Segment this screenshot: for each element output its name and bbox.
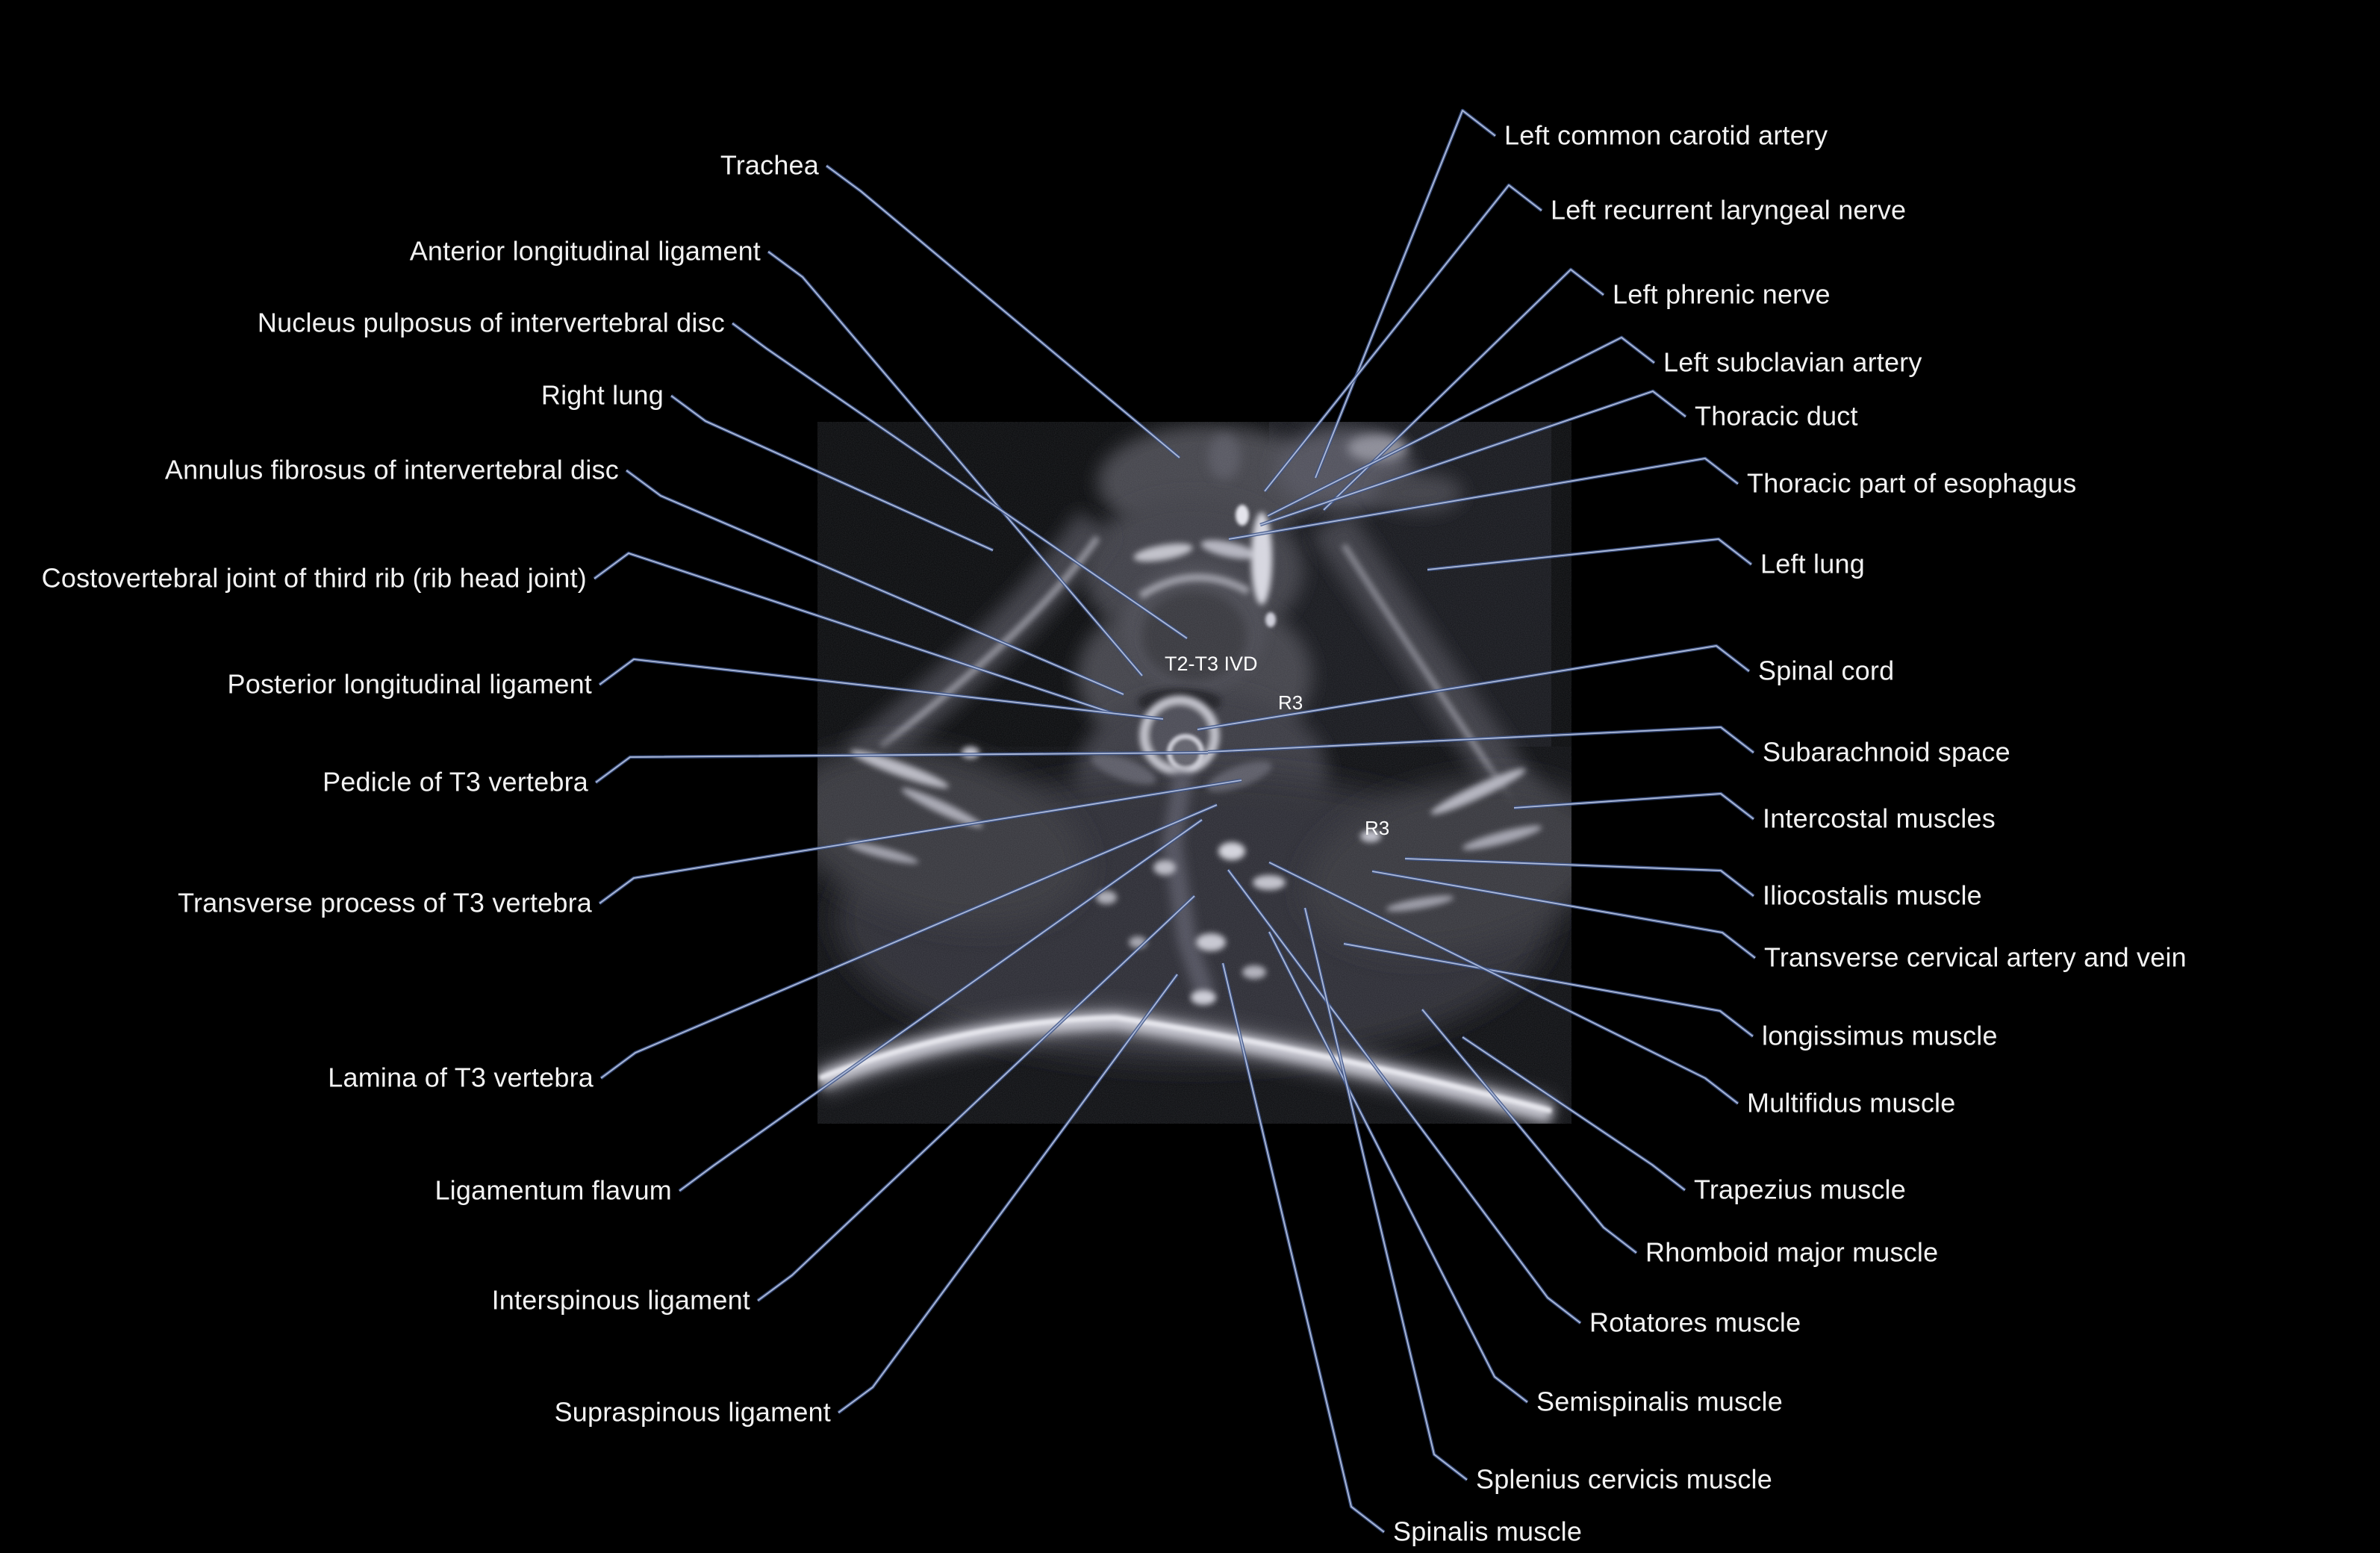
leader-line-nucleus-pulposus-of-intervertebral-disc [732,323,1188,639]
leader-line-subarachnoid-space [1207,726,1754,753]
annotation-label-trapezius-muscle: Trapezius muscle [1694,1174,1906,1205]
annotation-label-thoracic-part-of-esophagus: Thoracic part of esophagus [1747,467,2077,499]
annotation-label-longissimus-muscle: longissimus muscle [1762,1020,1998,1051]
annotation-label-left-lung: Left lung [1760,548,1865,579]
annotation-label-rhomboid-major-muscle: Rhomboid major muscle [1645,1236,1939,1268]
mri-marker-1: R3 [1278,691,1303,714]
leader-line-pedicle-of-t3-vertebra [595,752,1209,783]
leader-line-multifidus-muscle [1268,862,1739,1104]
annotation-label-nucleus-pulposus-of-intervertebral-disc: Nucleus pulposus of intervertebral disc [257,307,725,338]
annotation-label-spinalis-muscle: Spinalis muscle [1393,1516,1583,1547]
leader-line-transverse-process-of-t3-vertebra [599,779,1242,904]
leader-line-anterior-longitudinal-ligament [767,251,1143,676]
mri-image [817,422,1571,1124]
annotation-label-left-phrenic-nerve: Left phrenic nerve [1613,278,1831,310]
leader-line-interspinous-ligament [757,895,1195,1301]
mri-marker-0: T2-T3 IVD [1165,653,1258,675]
annotation-label-transverse-process-of-t3-vertebra: Transverse process of T3 vertebra [178,887,592,918]
annotation-label-right-lung: Right lung [541,379,664,411]
leader-line-trapezius-muscle [1462,1036,1686,1191]
annotation-label-lamina-of-t3-vertebra: Lamina of T3 vertebra [328,1062,594,1093]
leader-line-right-lung [670,395,994,551]
leader-line-intercostal-muscles [1513,793,1754,820]
leader-line-supraspinous-ligament [838,974,1178,1413]
annotation-label-posterior-longitudinal-ligament: Posterior longitudinal ligament [227,668,592,700]
annotation-label-thoracic-duct: Thoracic duct [1695,400,1858,432]
mri-marker-2: R3 [1365,817,1389,839]
leader-line-spinal-cord [1197,645,1750,730]
leader-line-left-lung [1427,538,1752,570]
leader-line-spinalis-muscle [1222,962,1385,1533]
leader-line-thoracic-duct [1259,390,1686,526]
mri-grain [817,422,1571,1124]
annotation-label-spinal-cord: Spinal cord [1758,655,1895,686]
leader-line-costovertebral-joint-of-third-rib-rib-head-joint [594,553,1113,714]
leader-line-left-common-carotid-artery [1315,110,1496,479]
leader-line-rhomboid-major-muscle [1421,1009,1637,1254]
annotation-label-multifidus-muscle: Multifidus muscle [1747,1087,1956,1118]
annotation-label-iliocostalis-muscle: Iliocostalis muscle [1763,880,1982,911]
annotation-label-splenius-cervicis-muscle: Splenius cervicis muscle [1476,1463,1772,1495]
annotation-label-trachea: Trachea [720,149,819,181]
annotation-label-left-subclavian-artery: Left subclavian artery [1663,346,1922,378]
leader-line-thoracic-part-of-esophagus [1228,458,1739,540]
leader-line-left-phrenic-nerve [1323,269,1604,511]
leader-line-iliocostalis-muscle [1404,858,1754,897]
leader-line-left-subclavian-artery [1267,337,1655,517]
leader-line-lamina-of-t3-vertebra [600,804,1218,1079]
annotation-label-anterior-longitudinal-ligament: Anterior longitudinal ligament [409,235,761,267]
leader-line-longissimus-muscle [1343,943,1754,1037]
annotation-label-subarachnoid-space: Subarachnoid space [1763,736,2010,768]
annotation-label-semispinalis-muscle: Semispinalis muscle [1536,1386,1783,1417]
leader-line-left-recurrent-laryngeal-nerve [1264,184,1542,492]
annotation-label-intercostal-muscles: Intercostal muscles [1763,803,1996,834]
annotation-label-supraspinous-ligament: Supraspinous ligament [554,1396,831,1428]
leader-line-posterior-longitudinal-ligament [599,659,1164,720]
leader-line-ligamentum-flavum [679,819,1203,1192]
leader-line-trachea [826,165,1180,458]
leader-line-rotatores-muscle [1227,869,1581,1324]
annotation-label-pedicle-of-t3-vertebra: Pedicle of T3 vertebra [323,766,588,797]
leader-line-splenius-cervicis-muscle [1304,907,1468,1481]
annotation-label-left-recurrent-laryngeal-nerve: Left recurrent laryngeal nerve [1551,194,1907,225]
annotation-label-rotatores-muscle: Rotatores muscle [1589,1307,1801,1338]
annotation-label-left-common-carotid-artery: Left common carotid artery [1504,119,1828,151]
leader-line-transverse-cervical-artery-and-vein [1371,871,1756,959]
annotation-label-ligamentum-flavum: Ligamentum flavum [434,1174,672,1206]
leader-lines [593,108,1757,1534]
annotation-label-transverse-cervical-artery-and-vein: Transverse cervical artery and vein [1764,942,2187,973]
leader-line-annulus-fibrosus-of-intervertebral-disc [626,470,1124,695]
annotation-label-annulus-fibrosus-of-intervertebral-disc: Annulus fibrosus of intervertebral disc [164,454,619,485]
annotation-label-interspinous-ligament: Interspinous ligament [491,1284,750,1316]
annotation-label-costovertebral-joint-of-third-rib-rib-head-joint: Costovertebral joint of third rib (rib h… [41,562,587,594]
